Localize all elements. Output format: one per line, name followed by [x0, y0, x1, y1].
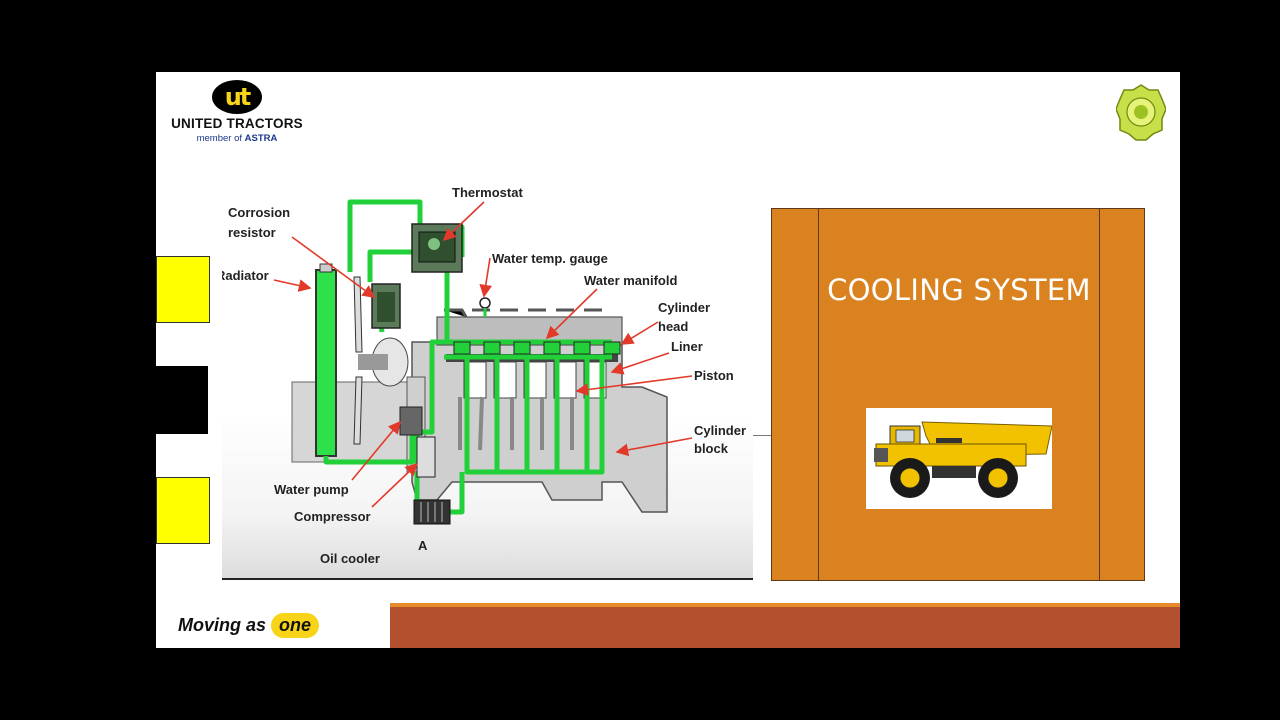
label-radiator: Radiator [222, 268, 269, 283]
slide-title: COOLING SYSTEM [827, 273, 1091, 307]
brand-tagline: member of ASTRA [196, 133, 278, 144]
label-cylinder-head: Cylinder [658, 300, 710, 315]
slide: ut UNITED TRACTORS member of ASTRA [156, 72, 1180, 648]
label-thermostat: Thermostat [452, 185, 523, 200]
label-compressor: Compressor [294, 509, 371, 524]
ut-logo-icon: ut [212, 80, 262, 114]
label-cylinder-block: block [694, 441, 729, 456]
label-corrosion-resistor: Corrosion [228, 205, 290, 220]
dump-truck-icon [866, 408, 1052, 509]
brand-name: UNITED TRACTORS [171, 116, 303, 131]
label-oil-cooler: Oil cooler [320, 551, 380, 566]
engine-cooling-diagram: Thermostat Corrosion resistor Radiator W… [222, 182, 753, 580]
university-seal-icon [1116, 84, 1166, 141]
divider-tick [753, 435, 771, 436]
black-side-block [156, 366, 208, 434]
label-water-manifold: Water manifold [584, 273, 677, 288]
oil-cooler-shape [413, 499, 451, 525]
label-cylinder-head: head [658, 319, 688, 334]
label-cylinder-block: Cylinder [694, 423, 746, 438]
footer-bar [390, 603, 1180, 648]
label-water-pump: Water pump [274, 482, 349, 497]
united-tractors-logo: ut UNITED TRACTORS member of ASTRA [156, 78, 318, 148]
yellow-side-block [156, 256, 210, 323]
label-piston: Piston [694, 368, 734, 383]
title-panel: COOLING SYSTEM [771, 208, 1145, 581]
title-panel-inner: COOLING SYSTEM [818, 209, 1100, 580]
water-temp-gauge-icon [479, 297, 491, 309]
label-point-a: A [418, 538, 428, 553]
label-arrows [273, 201, 693, 508]
label-corrosion-resistor: resistor [228, 225, 276, 240]
thermostat-housing [411, 223, 463, 273]
yellow-side-block [156, 477, 210, 544]
label-water-temp-gauge: Water temp. gauge [492, 251, 608, 266]
manifold-outlets [453, 341, 621, 355]
compressor-shape [416, 436, 436, 478]
moving-as-one-slogan: Moving as one [178, 610, 320, 640]
label-liner: Liner [671, 339, 703, 354]
water-pump-shape [399, 406, 423, 436]
corrosion-resistor-shape [371, 283, 401, 329]
